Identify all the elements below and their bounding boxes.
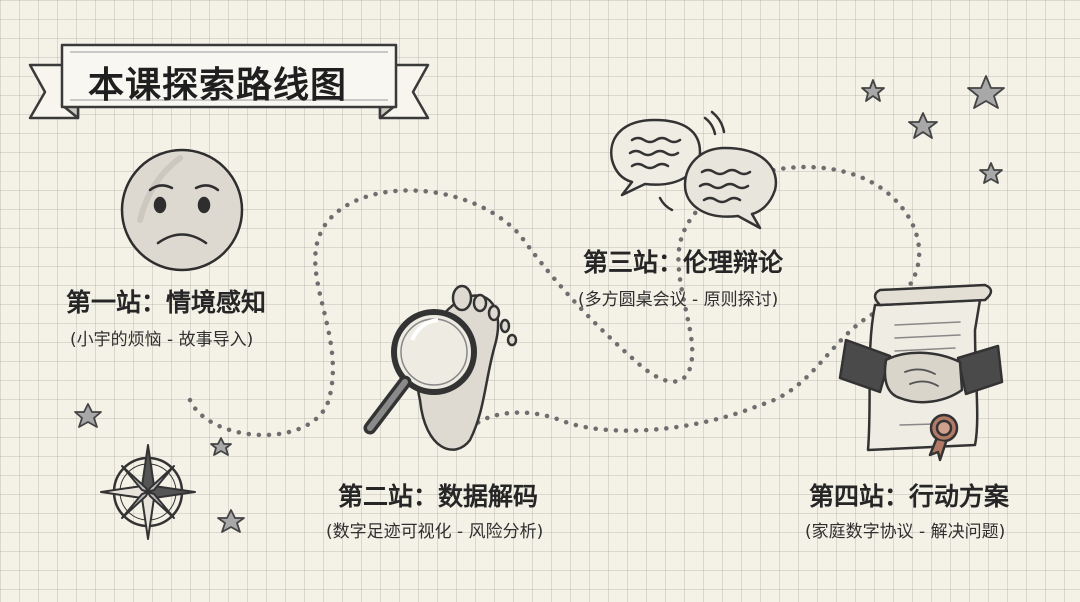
star-icon bbox=[74, 75, 1005, 533]
station-4-title: 第四站：行动方案 bbox=[809, 482, 1010, 511]
speech-bubbles-icon bbox=[610, 110, 778, 230]
station-3-title: 第三站：伦理辩论 bbox=[583, 248, 784, 277]
page-title: 本课探索路线图 bbox=[88, 65, 348, 106]
magnifier-footprint-icon bbox=[363, 284, 518, 451]
worried-face-icon bbox=[120, 148, 244, 272]
station-2-subtitle: (数字足迹可视化 - 风险分析) bbox=[326, 522, 544, 542]
title-banner bbox=[28, 43, 430, 120]
compass-rose-icon bbox=[100, 444, 196, 540]
handshake-contract-icon bbox=[838, 283, 1004, 462]
station-1-subtitle: (小宇的烦恼 - 故事导入) bbox=[70, 330, 254, 350]
station-3-subtitle: (多方圆桌会议 - 原则探讨) bbox=[578, 290, 779, 310]
station-2-title: 第二站：数据解码 bbox=[338, 482, 539, 511]
dotted-route-path bbox=[187, 164, 922, 438]
station-1-title: 第一站：情境感知 bbox=[66, 288, 267, 317]
station-4-subtitle: (家庭数字协议 - 解决问题) bbox=[805, 522, 1006, 542]
